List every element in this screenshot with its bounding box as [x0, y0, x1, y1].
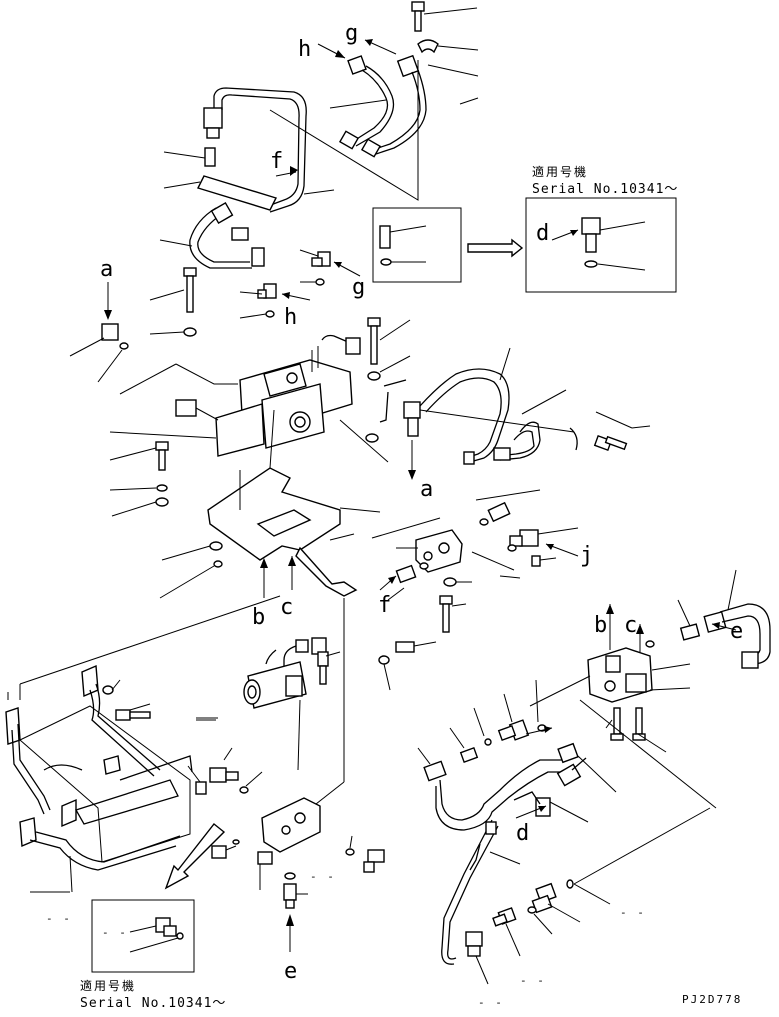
- dash-3: - -: [310, 870, 336, 883]
- arrow-to-bottom-inset: [164, 823, 226, 890]
- arrow-to-inset: [467, 238, 524, 258]
- label-j: j: [580, 543, 593, 568]
- lower-right-hoses: [417, 679, 711, 985]
- label-e-right: e: [730, 619, 743, 644]
- label-f-low: f: [378, 593, 391, 618]
- mid-elbows: [239, 249, 331, 319]
- label-d-low: d: [516, 821, 529, 846]
- label-b-right: b: [594, 613, 607, 638]
- label-c-right: c: [624, 613, 637, 638]
- upper-left-pipe: [159, 87, 335, 269]
- label-a-right: a: [420, 477, 433, 502]
- dash-5: - -: [520, 974, 546, 987]
- label-g-top: g: [345, 21, 358, 46]
- guard-frame: [5, 595, 281, 893]
- label-h-mid: h: [284, 305, 297, 330]
- right-pipe-assembly: [379, 347, 651, 465]
- dash-1: - -: [46, 912, 72, 925]
- dash-2: - -: [102, 926, 128, 939]
- label-e-low: e: [284, 959, 297, 984]
- solenoid-valve: [243, 637, 341, 771]
- drawing-code: PJ2D778: [682, 993, 742, 1006]
- inset-top-jp: 適用号機: [532, 164, 588, 179]
- label-f: f: [270, 149, 283, 174]
- label-g-mid: g: [352, 275, 365, 300]
- lower-left-bolts: [102, 679, 263, 795]
- label-c-left: c: [280, 595, 293, 620]
- top-clamp: [417, 39, 479, 54]
- dash-6: - -: [478, 996, 504, 1009]
- mounting-bracket: [207, 409, 381, 597]
- top-tubes: [329, 54, 479, 158]
- inset-top-fitting: [581, 217, 646, 271]
- parts-detail-box: [372, 207, 462, 283]
- lower-manifold: [211, 598, 385, 909]
- junction-block: [371, 489, 579, 579]
- dash-4: - -: [620, 906, 646, 919]
- inset-bottom-serial: Serial No.10341～: [80, 996, 226, 1011]
- inset-bottom-jp: 適用号機: [80, 978, 136, 993]
- label-d-inset: d: [536, 221, 549, 246]
- inset-bottom-elbow: [129, 917, 184, 953]
- label-a-left: a: [100, 257, 113, 282]
- label-b-left: b: [252, 605, 265, 630]
- inset-top-box: [525, 197, 677, 293]
- inset-bottom-box: [91, 899, 195, 973]
- control-valve: [175, 334, 361, 457]
- inset-top-serial: Serial No.10341～: [532, 182, 678, 197]
- label-h-top: h: [298, 37, 311, 62]
- top-bolt: [411, 1, 478, 32]
- left-hardware: [109, 441, 223, 599]
- right-valve: [529, 647, 717, 809]
- f-fittings: [378, 562, 472, 691]
- e-pipe: [645, 569, 771, 669]
